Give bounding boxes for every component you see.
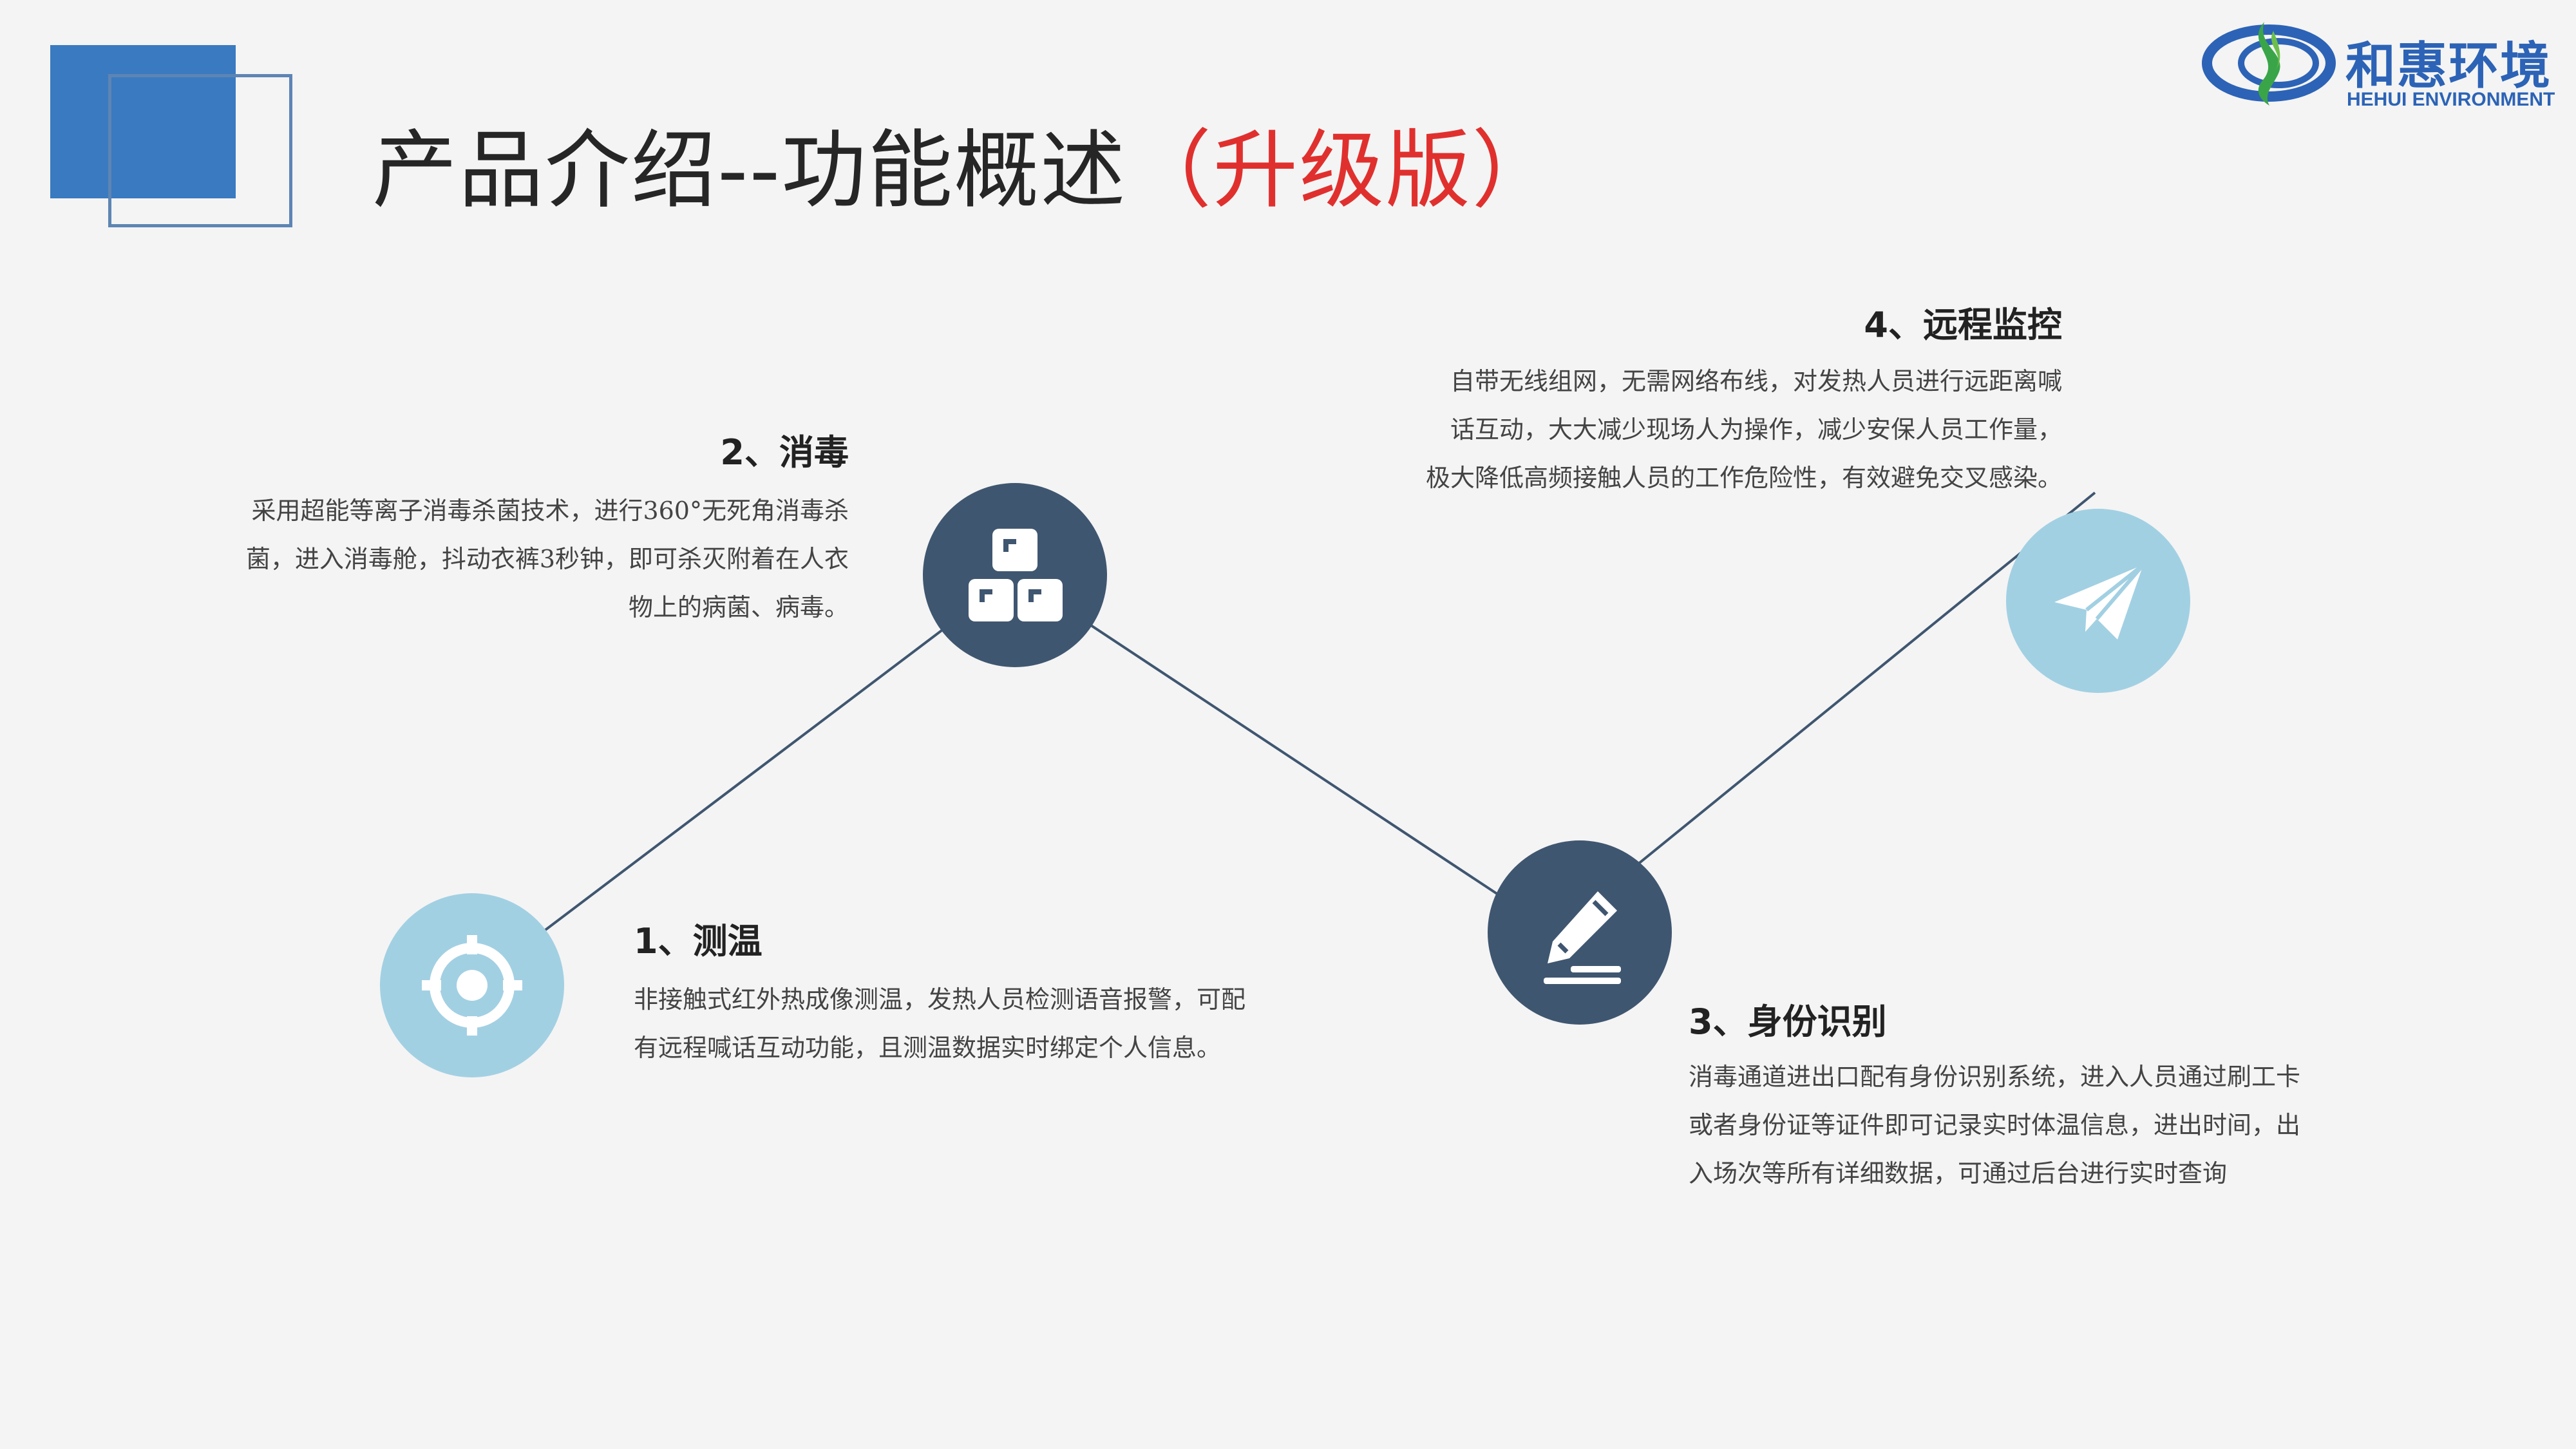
paper-plane-icon [2054, 563, 2145, 639]
feature-temperature-desc-line: 非接触式红外热成像测温，发热人员检测语音报警，可配 [634, 985, 1246, 1014]
page-title: 产品介绍--功能概述（升级版） [372, 116, 1558, 225]
decorative-square-outline [108, 74, 292, 227]
feature-remote-title: 4、远程监控 [1864, 305, 2062, 345]
feature-identity-desc-line: 消毒通道进出口配有身份识别系统，进入人员通过刷工卡 [1689, 1063, 2301, 1091]
feature-remote-desc-line: 极大降低高频接触人员的工作危险性，有效避免交叉感染。 [1425, 464, 2062, 492]
feature-disinfection-desc: 采用超能等离子消毒杀菌技术，进行360°无死角消毒杀 菌，进入消毒舱，抖动衣裤3… [148, 487, 849, 632]
feature-identity-desc-line: 或者身份证等证件即可记录实时体温信息，进出时间，出 [1689, 1111, 2301, 1139]
logo-name-cn: 和惠环境 [2345, 37, 2552, 95]
pencil-icon [1544, 891, 1621, 984]
connector-polyline [471, 491, 2096, 987]
feature-temperature-desc-line: 有远程喊话互动功能，且测温数据实时绑定个人信息。 [634, 1034, 1222, 1062]
node-identity [1488, 840, 1672, 1025]
node-disinfection [923, 483, 1107, 667]
feature-remote-desc-line: 自带无线组网，无需网络布线，对发热人员进行远距离喊 [1450, 367, 2062, 395]
target-icon [422, 935, 522, 1036]
feature-identity-desc-line: 入场次等所有详细数据，可通过后台进行实时查询 [1689, 1159, 2228, 1188]
company-logo: 和惠环境 HEHUI ENVIRONMENT [2201, 18, 2555, 110]
page-title-main: 产品介绍--功能概述 [372, 121, 1127, 220]
feature-disinfection-title: 2、消毒 [720, 432, 849, 473]
feature-identity-desc: 消毒通道进出口配有身份识别系统，进入人员通过刷工卡 或者身份证等证件即可记录实时… [1689, 1053, 2429, 1198]
blocks-icon [969, 529, 1063, 621]
logo-mark-icon [2202, 22, 2336, 106]
feature-identity-title: 3、身份识别 [1689, 1001, 1887, 1042]
node-temperature [380, 893, 564, 1077]
feature-disinfection-desc-line: 物上的病菌、病毒。 [628, 593, 849, 621]
node-remote-monitoring [2006, 509, 2190, 693]
feature-disinfection-desc-line: 菌，进入消毒舱，抖动衣裤3秒钟，即可杀灭附着在人衣 [245, 545, 849, 573]
logo-name-en: HEHUI ENVIRONMENT [2347, 89, 2555, 110]
feature-temperature-title: 1、测温 [634, 921, 762, 961]
feature-remote-desc-line: 话互动，大大减少现场人为操作，减少安保人员工作量， [1450, 415, 2062, 444]
page-title-accent: （升级版） [1126, 121, 1558, 220]
feature-temperature-desc: 非接触式红外热成像测温，发热人员检测语音报警，可配 有远程喊话互动功能，且测温数… [634, 976, 1342, 1072]
feature-remote-desc: 自带无线组网，无需网络布线，对发热人员进行远距离喊 话互动，大大减少现场人为操作… [1288, 357, 2062, 502]
decorative-square-filled [50, 45, 236, 198]
feature-disinfection-desc-line: 采用超能等离子消毒杀菌技术，进行360°无死角消毒杀 [251, 497, 849, 525]
